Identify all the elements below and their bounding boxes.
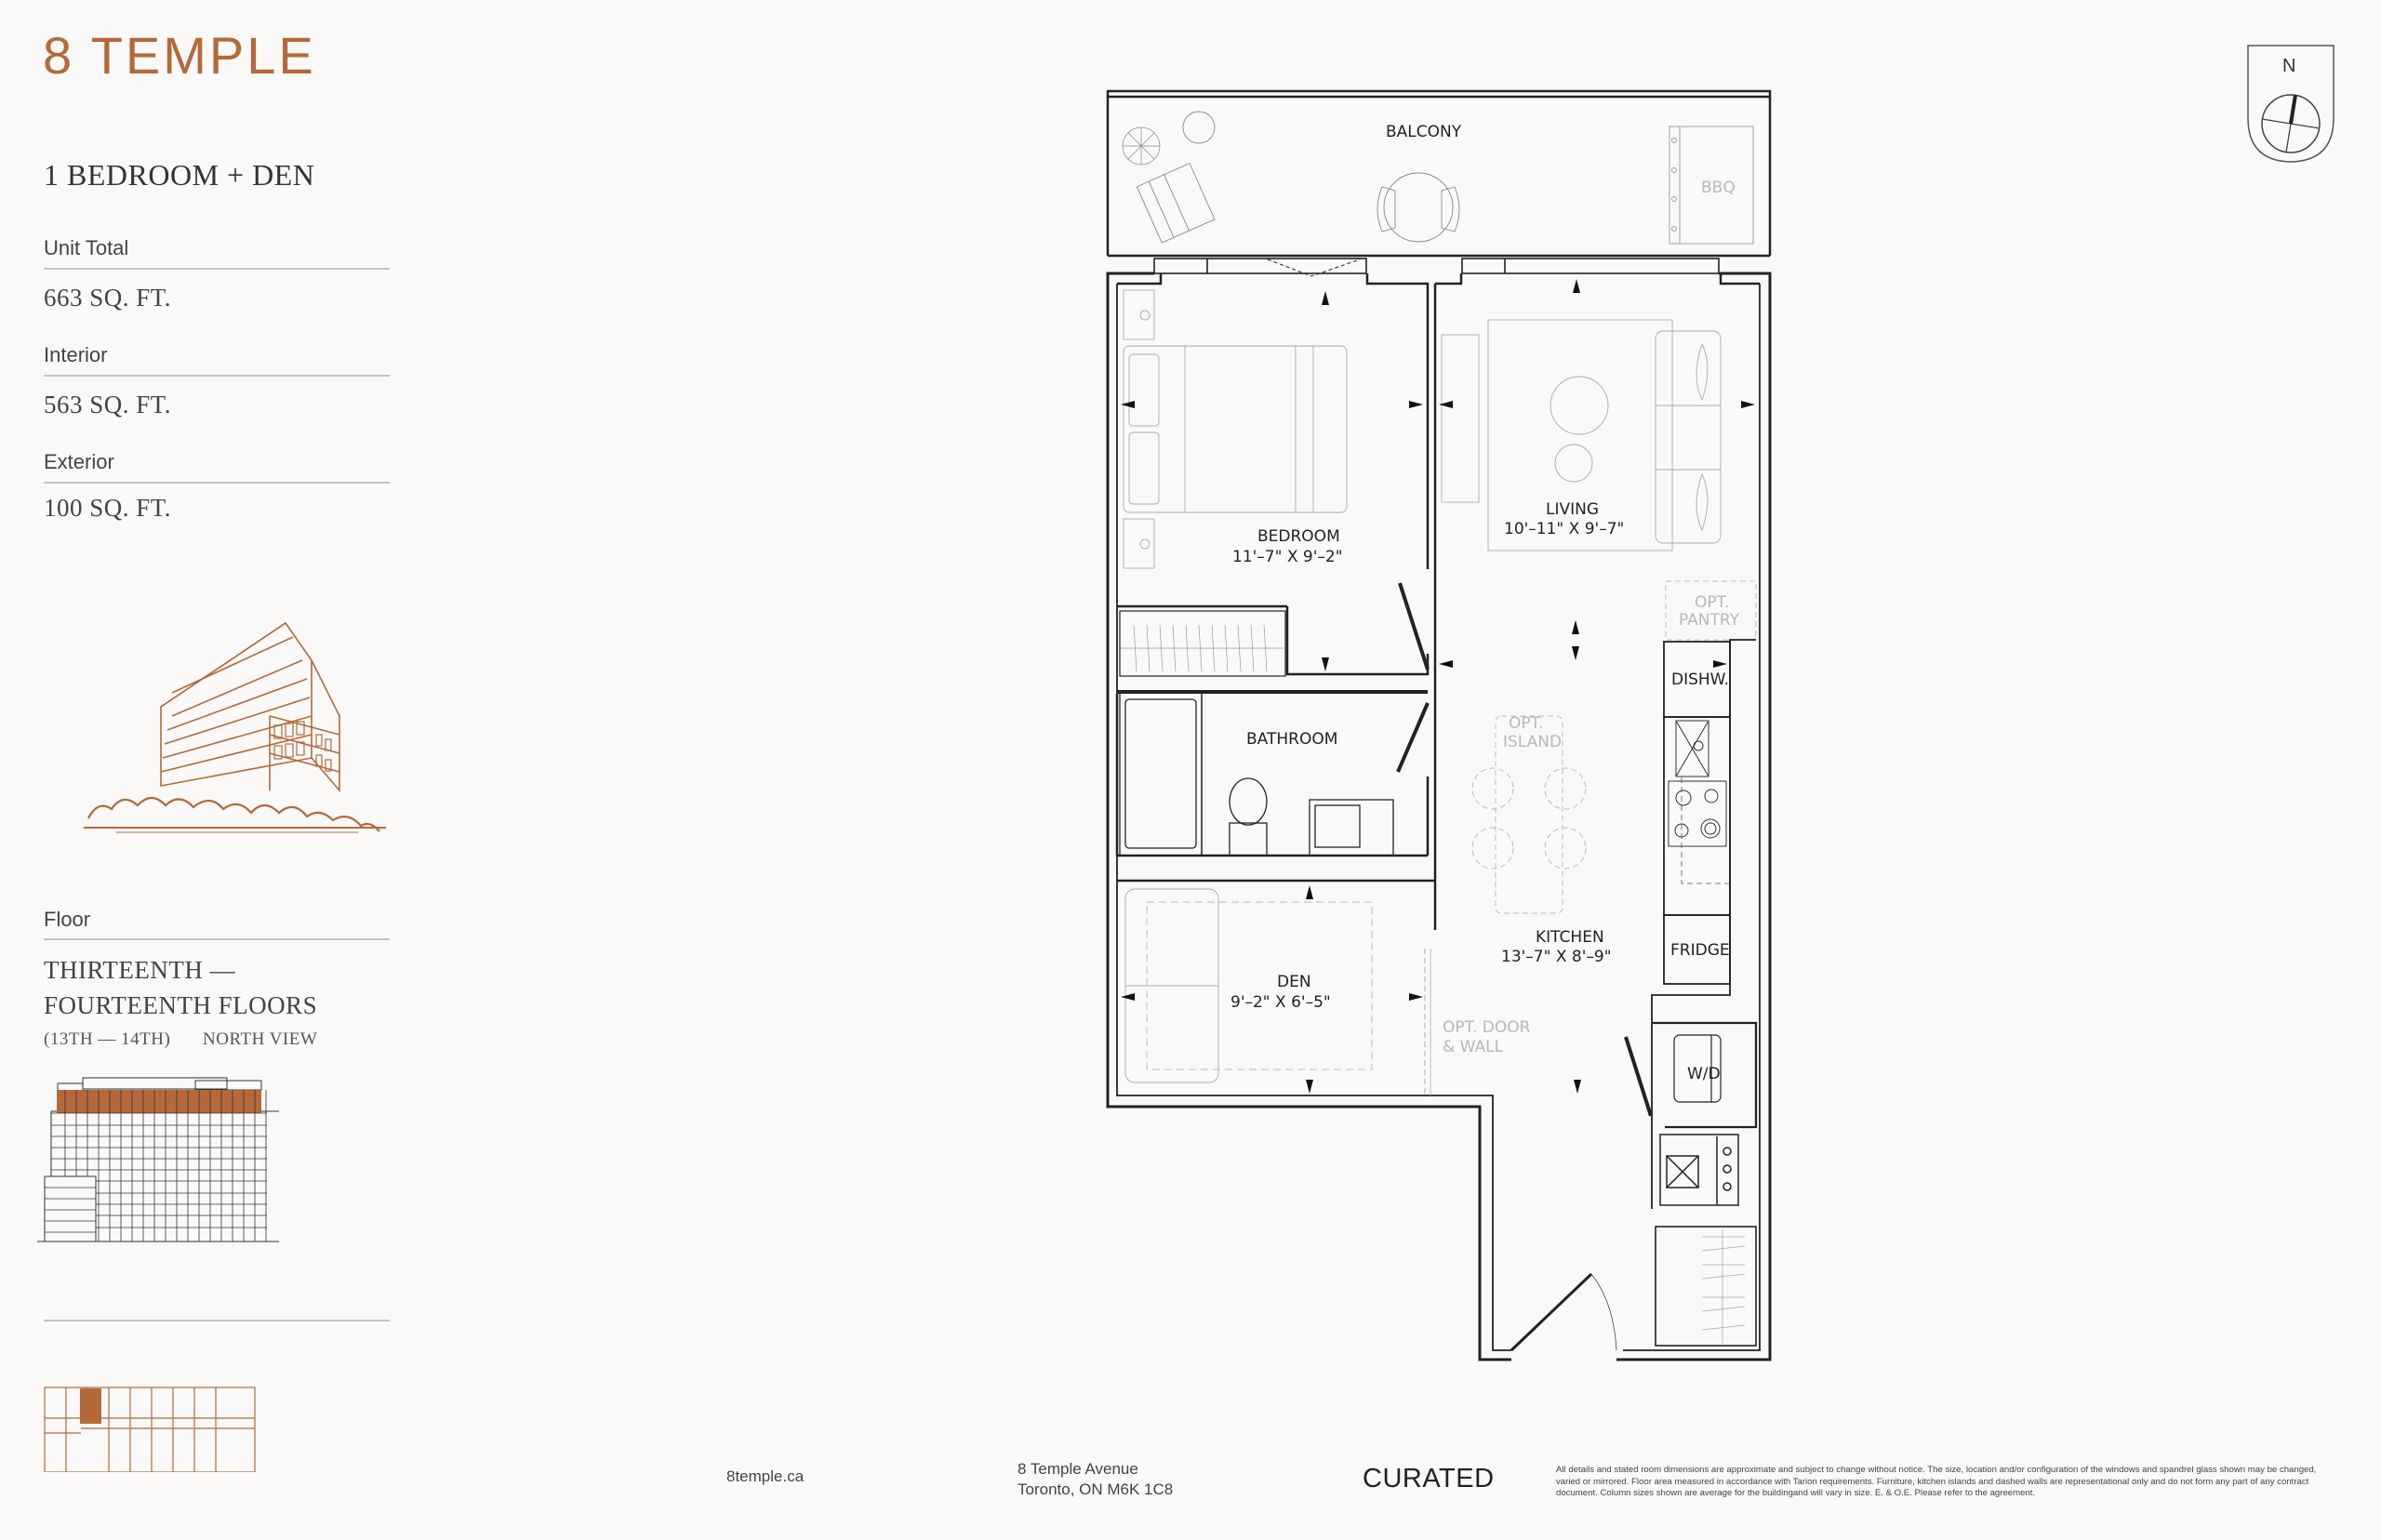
label-den: DEN — [1277, 973, 1311, 991]
spec-label-unit-total: Unit Total — [44, 236, 129, 259]
compass-north-label: N — [2282, 56, 2296, 76]
divider — [44, 268, 390, 270]
label-opt-door-2: & WALL — [1443, 1038, 1504, 1056]
label-kitchen: KITCHEN — [1536, 928, 1604, 947]
building-elevation-diagram — [37, 1077, 279, 1242]
label-opt-island-2: ISLAND — [1503, 733, 1562, 751]
label-opt-island-1: OPT. — [1509, 714, 1543, 733]
north-compass-icon — [2247, 45, 2334, 163]
floor-range: (13TH — 14TH) — [44, 1029, 171, 1049]
balcony — [1106, 89, 1772, 258]
spec-label-exterior: Exterior — [44, 450, 114, 473]
divider — [44, 938, 390, 940]
label-den-dims: 9'–2" X 6'–5" — [1230, 993, 1331, 1012]
label-living: LIVING — [1546, 500, 1599, 519]
label-opt-door-1: OPT. DOOR — [1443, 1018, 1531, 1037]
footer-address-line1: 8 Temple Avenue — [1018, 1460, 1138, 1478]
floor-name: THIRTEENTH — FOURTEENTH FLOORS — [44, 956, 318, 1019]
label-fridge: FRIDGE — [1670, 941, 1730, 960]
label-bedroom: BEDROOM — [1257, 527, 1340, 546]
spec-value-unit-total: 663 SQ. FT. — [44, 284, 172, 312]
floor-label: Floor — [44, 908, 91, 931]
label-bedroom-dims: 11'–7" X 9'–2" — [1232, 548, 1343, 566]
footer-website-link[interactable]: 8temple.ca — [726, 1467, 805, 1485]
spec-value-interior: 563 SQ. FT. — [44, 391, 172, 418]
label-bathroom: BATHROOM — [1246, 730, 1337, 749]
label-opt-pantry-2: PANTRY — [1679, 611, 1740, 630]
divider — [44, 375, 390, 377]
label-washer-dryer: W/D — [1687, 1065, 1721, 1083]
spec-label-interior: Interior — [44, 343, 108, 366]
highlighted-unit — [80, 1388, 101, 1424]
highlighted-floors — [57, 1090, 261, 1113]
spec-value-exterior: 100 SQ. FT. — [44, 494, 172, 522]
legal-disclaimer: All details and stated room dimensions a… — [1556, 1465, 2317, 1498]
label-living-dims: 10'–11" X 9'–7" — [1504, 520, 1624, 538]
label-bbq: BBQ — [1701, 179, 1736, 197]
label-opt-pantry-1: OPT. — [1695, 593, 1729, 612]
label-kitchen-dims: 13'–7" X 8'–9" — [1501, 948, 1612, 966]
divider — [44, 482, 390, 484]
developer-logo: CURATED — [1363, 1464, 1495, 1494]
brand-logo: 8 TEMPLE — [43, 26, 316, 85]
label-balcony: BALCONY — [1386, 123, 1462, 141]
divider — [44, 1320, 390, 1321]
floor-plan: BALCONY BBQ — [1106, 89, 1772, 1361]
label-dishwasher: DISHW. — [1671, 670, 1729, 689]
building-sketch-illustration — [84, 621, 386, 833]
footer-address-line2: Toronto, ON M6K 1C8 — [1018, 1480, 1174, 1498]
key-plan — [44, 1387, 256, 1472]
unit-type-title: 1 BEDROOM + DEN — [44, 158, 315, 192]
floor-view: NORTH VIEW — [203, 1029, 318, 1049]
